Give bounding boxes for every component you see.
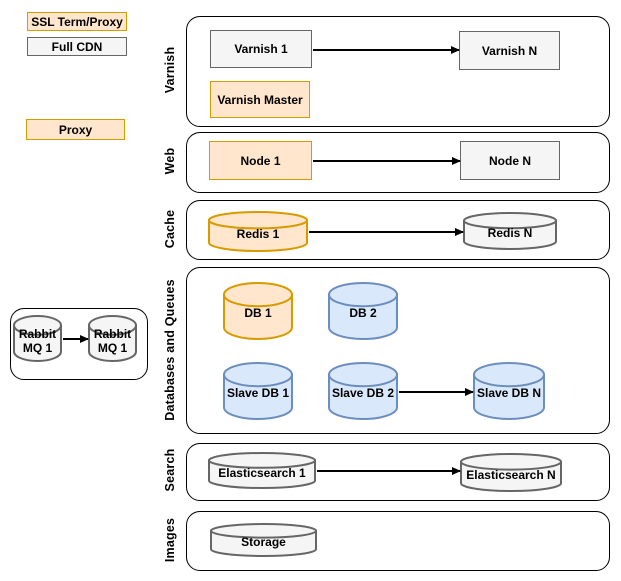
arrow-rabbitmq1-to-rabbitmq2[interactable] — [63, 338, 88, 340]
slave-dbN-cylinder[interactable]: Slave DB N — [473, 362, 545, 420]
section-label-cache: Cache — [163, 209, 177, 249]
slave-dbN-label: Slave DB N — [476, 386, 542, 400]
varnishN-node[interactable]: Varnish N — [459, 31, 560, 70]
elasticsearch1-label: Elasticsearch 1 — [218, 465, 306, 480]
section-label-images: Images — [163, 517, 177, 563]
slave-db1-cylinder[interactable]: Slave DB 1 — [223, 362, 293, 420]
db1-cylinder[interactable]: DB 1 — [223, 282, 293, 340]
elasticsearchN-label: Elasticsearch N — [466, 467, 556, 482]
section-label-web: Web — [163, 147, 177, 175]
arrow-redis1-to-redisN[interactable] — [309, 231, 463, 233]
arrow-elasticsearch1-to-elasticsearchN[interactable] — [317, 470, 460, 472]
node1-node[interactable]: Node 1 — [209, 141, 312, 180]
storage-cylinder[interactable]: Storage — [210, 523, 317, 557]
legend-proxy-label: Proxy — [58, 122, 93, 137]
redisN-label: Redis N — [487, 226, 533, 240]
redis1-cylinder[interactable]: Redis 1 — [208, 211, 308, 252]
section-label-search: Search — [163, 448, 177, 492]
db1-label: DB 1 — [244, 306, 272, 320]
rabbitmq1-cylinder[interactable]: Rabbit MQ 1 — [13, 315, 62, 362]
redis1-label: Redis 1 — [236, 226, 280, 241]
rabbitmq1-label: Rabbit MQ 1 — [18, 326, 57, 355]
section-label-varnish: Varnish — [163, 46, 177, 94]
rabbitmq2-label: Rabbit MQ 1 — [93, 326, 132, 355]
varnish-master-node[interactable]: Varnish Master — [210, 81, 310, 118]
legend-full-cdn-label: Full CDN — [51, 39, 103, 54]
slave-db2-cylinder[interactable]: Slave DB 2 — [328, 362, 398, 420]
section-label-databases: Databases and Queues — [163, 279, 177, 421]
arrow-slave-db2-to-slave-dbN[interactable] — [399, 391, 473, 393]
arrow-node1-to-nodeN[interactable] — [313, 160, 460, 162]
varnish1-label: Varnish 1 — [234, 42, 288, 56]
nodeN-label: Node N — [489, 153, 531, 168]
images-section-container[interactable] — [186, 511, 610, 571]
varnishN-label: Varnish N — [481, 43, 538, 58]
redisN-cylinder[interactable]: Redis N — [463, 212, 557, 250]
legend-ssl-term-proxy-label: SSL Term/Proxy — [31, 14, 123, 29]
node1-label: Node 1 — [240, 153, 281, 168]
varnish1-node[interactable]: Varnish 1 — [210, 30, 312, 68]
nodeN-node[interactable]: Node N — [460, 141, 560, 180]
legend-ssl-term-proxy[interactable]: SSL Term/Proxy — [27, 12, 127, 31]
varnish-master-label: Varnish Master — [217, 92, 303, 107]
elasticsearch1-cylinder[interactable]: Elasticsearch 1 — [208, 451, 316, 489]
legend-full-cdn[interactable]: Full CDN — [27, 37, 127, 56]
db2-label: DB 2 — [349, 306, 377, 320]
arrow-varnish1-to-varnishN[interactable] — [313, 49, 459, 51]
slave-db1-label: Slave DB 1 — [226, 386, 290, 400]
rabbitmq2-cylinder[interactable]: Rabbit MQ 1 — [88, 315, 137, 362]
elasticsearchN-cylinder[interactable]: Elasticsearch N — [460, 453, 562, 492]
db2-cylinder[interactable]: DB 2 — [328, 282, 398, 340]
slave-db2-label: Slave DB 2 — [331, 386, 395, 400]
legend-proxy[interactable]: Proxy — [26, 119, 125, 140]
storage-label: Storage — [241, 535, 286, 549]
